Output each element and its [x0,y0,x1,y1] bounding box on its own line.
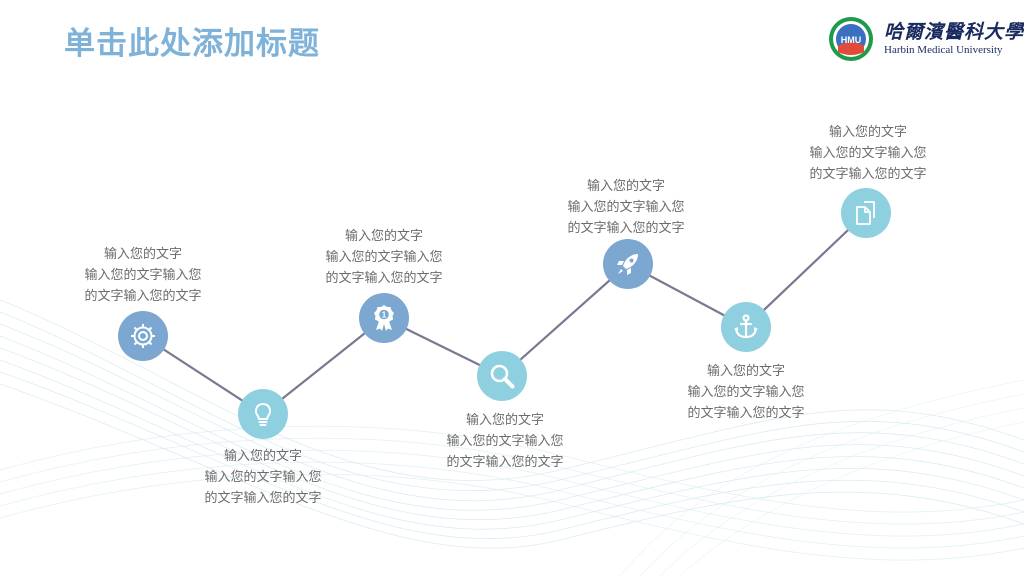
step-caption-line: 的文字输入您的文字 [325,271,443,286]
step-caption-title: 输入您的文字 [465,413,544,428]
step-node-5[interactable] [603,239,653,289]
step-caption-line: 的文字输入您的文字 [446,455,564,470]
university-name-en: Harbin Medical University [884,44,1003,56]
step-caption-line: 输入您的文字输入您 [809,146,927,161]
award-ribbon-icon: 1 [374,305,394,331]
step-caption-1: 输入您的文字 输入您的文字输入您 的文字输入您的文字 [68,244,218,307]
step-caption-line: 输入您的文字输入您 [687,385,805,400]
step-caption-title: 输入您的文字 [103,247,182,262]
step-caption-line: 的文字输入您的文字 [204,491,322,506]
step-caption-line: 的文字输入您的文字 [84,289,202,304]
gear-icon [131,324,155,348]
step-caption-3: 输入您的文字 输入您的文字输入您 的文字输入您的文字 [309,226,459,289]
step-caption-5: 输入您的文字 输入您的文字输入您 的文字输入您的文字 [551,176,701,239]
step-node-6[interactable] [721,302,771,352]
step-caption-line: 输入您的文字输入您 [204,470,322,485]
step-caption-line: 输入您的文字输入您 [567,200,685,215]
step-caption-6: 输入您的文字 输入您的文字输入您 的文字输入您的文字 [671,361,821,424]
documents-icon [856,201,875,225]
step-caption-4: 输入您的文字 输入您的文字输入您 的文字输入您的文字 [430,410,580,473]
step-caption-2: 输入您的文字 输入您的文字输入您 的文字输入您的文字 [188,446,338,509]
step-node-2[interactable] [238,389,288,439]
step-caption-title: 输入您的文字 [344,229,423,244]
step-node-3[interactable]: 1 [359,293,409,343]
anchor-icon [734,314,758,339]
step-caption-title: 输入您的文字 [223,449,302,464]
step-caption-line: 输入您的文字输入您 [325,250,443,265]
step-caption-line: 的文字输入您的文字 [809,167,927,182]
step-caption-line: 的文字输入您的文字 [687,406,805,421]
step-caption-line: 输入您的文字输入您 [446,434,564,449]
lightbulb-icon [254,402,272,426]
step-caption-title: 输入您的文字 [586,179,665,194]
slide-title[interactable]: 单击此处添加标题 [64,26,320,62]
university-name-cn: 哈爾濱醫科大學 [884,21,1024,43]
step-node-4[interactable] [477,351,527,401]
university-emblem-icon: HMU [829,17,873,61]
step-node-1[interactable] [118,311,168,361]
emblem-text: HMU [841,35,862,45]
step-node-7[interactable] [841,188,891,238]
step-caption-title: 输入您的文字 [706,364,785,379]
step-caption-line: 输入您的文字输入您 [84,268,202,283]
step-caption-7: 输入您的文字 输入您的文字输入您 的文字输入您的文字 [793,122,943,185]
step-caption-title: 输入您的文字 [828,125,907,140]
svg-text:1: 1 [382,311,387,320]
step-caption-line: 的文字输入您的文字 [567,221,685,236]
university-logo: HMU 哈爾濱醫科大學 Harbin Medical University [828,16,1023,66]
magnifier-icon [490,364,515,389]
rocket-icon [617,254,638,275]
